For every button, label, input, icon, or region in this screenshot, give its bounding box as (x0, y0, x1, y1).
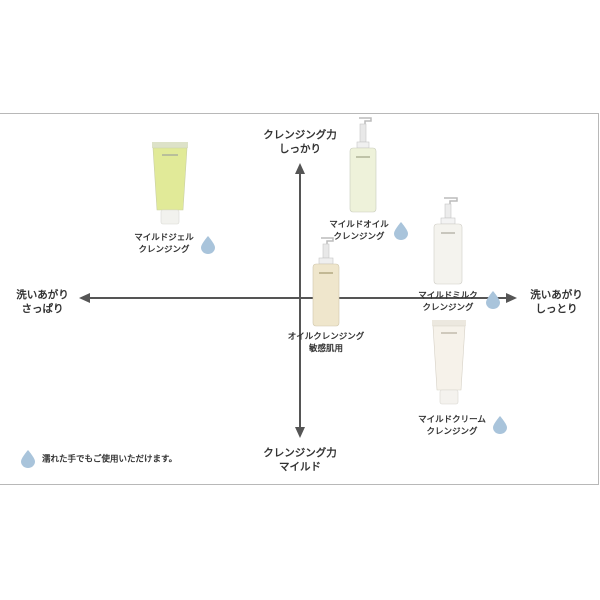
mild-cream-tube (432, 320, 466, 405)
product-label-mild-gel: マイルドジェルクレンジング (134, 233, 194, 255)
oil-cleansing-sensitive-bottle (312, 237, 340, 327)
wet-hands-note: 濡れた手でもご使用いただけます。 (20, 450, 177, 468)
mild-gel-tube (152, 142, 188, 225)
water-drop-icon (493, 416, 507, 434)
product-label-oil-cleansing-sensitive: オイルクレンジング敏感肌用 (287, 332, 365, 354)
axis-label-top: クレンジング力しっかり (263, 129, 337, 155)
arrow-left-icon (79, 293, 90, 303)
axis-label-left: 洗いあがりさっぱり (16, 289, 69, 315)
chart-frame (0, 113, 599, 485)
product-label-mild-cream: マイルドクリームクレンジング (418, 415, 486, 437)
water-drop-icon (394, 222, 408, 240)
axis-label-right: 洗いあがりしっとり (530, 289, 583, 315)
mild-milk-bottle (433, 197, 463, 285)
product-label-mild-oil: マイルドオイルクレンジング (329, 220, 389, 242)
arrow-down-icon (295, 427, 305, 438)
arrow-right-icon (506, 293, 517, 303)
arrow-up-icon (295, 163, 305, 174)
water-drop-icon (486, 291, 500, 309)
wet-hands-note-text: 濡れた手でもご使用いただけます。 (42, 454, 178, 465)
product-label-mild-milk: マイルドミルククレンジング (418, 291, 478, 313)
water-drop-icon (201, 236, 215, 254)
mild-oil-bottle (349, 117, 377, 213)
axis-label-bottom: クレンジング力マイルド (263, 447, 337, 473)
water-drop-icon (21, 450, 35, 468)
